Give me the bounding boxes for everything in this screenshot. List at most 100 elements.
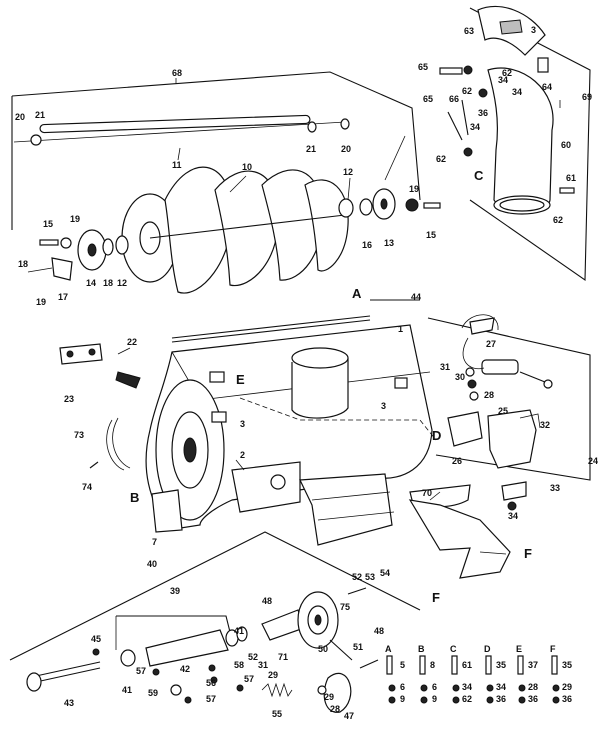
callout-labels: 1 2 3 3 3 7 10 11 12 12 13 14 15 15 16 1… (15, 25, 598, 721)
callout-55: 55 (272, 709, 282, 719)
callout-2: 2 (240, 450, 245, 460)
letter-d: D (432, 428, 441, 443)
callout-29: 29 (324, 692, 334, 702)
callout-47: 47 (344, 711, 354, 721)
callout-20: 20 (341, 144, 351, 154)
key-item: 34 (462, 682, 472, 692)
callout-62: 62 (502, 68, 512, 78)
callout-34: 34 (498, 75, 508, 85)
callout-59: 59 (148, 688, 158, 698)
callout-19: 19 (70, 214, 80, 224)
key-column-a: A 5 6 9 (385, 644, 405, 704)
callout-21: 21 (306, 144, 316, 154)
callout-36: 36 (478, 108, 488, 118)
callout-7: 7 (152, 537, 157, 547)
callout-74: 74 (82, 482, 92, 492)
callout-48: 48 (374, 626, 384, 636)
key-item: 8 (430, 660, 435, 670)
callout-61: 61 (566, 173, 576, 183)
callout-32: 32 (540, 420, 550, 430)
callout-19: 19 (36, 297, 46, 307)
key-column-f: F 35 29 36 (550, 644, 572, 704)
callout-12: 12 (343, 167, 353, 177)
callout-65: 65 (418, 62, 428, 72)
callout-16: 16 (362, 240, 372, 250)
callout-31: 31 (440, 362, 450, 372)
key-letter: C (450, 644, 457, 654)
callout-58: 58 (234, 660, 244, 670)
left-side-parts (59, 343, 141, 471)
callout-24: 24 (588, 456, 598, 466)
callout-57: 57 (244, 674, 254, 684)
key-letter: A (385, 644, 392, 654)
callout-12: 12 (117, 278, 127, 288)
callout-73: 73 (74, 430, 84, 440)
letter-f: F (524, 546, 532, 561)
key-item: 6 (432, 682, 437, 692)
callout-29: 29 (268, 670, 278, 680)
callout-10: 10 (242, 162, 252, 172)
callout-66: 66 (449, 94, 459, 104)
callout-43: 43 (64, 698, 74, 708)
callout-27: 27 (486, 339, 496, 349)
callout-34: 34 (470, 122, 480, 132)
callout-57: 57 (136, 666, 146, 676)
callout-11: 11 (172, 160, 182, 170)
callout-34: 34 (508, 511, 518, 521)
callout-33: 33 (550, 483, 560, 493)
key-letter: D (484, 644, 491, 654)
callout-45: 45 (91, 634, 101, 644)
discharge-chute-assembly (439, 5, 591, 282)
key-item: 36 (528, 694, 538, 704)
key-column-c: C 61 34 62 (450, 644, 472, 704)
right-side-parts (408, 314, 591, 579)
callout-42: 42 (180, 664, 190, 674)
callout-1: 1 (398, 324, 403, 334)
callout-41: 41 (234, 626, 244, 636)
callout-69: 69 (582, 92, 592, 102)
key-item: 5 (400, 660, 405, 670)
callout-54: 54 (380, 568, 390, 578)
callout-62: 62 (462, 86, 472, 96)
callout-26: 26 (452, 456, 462, 466)
key-item: 34 (496, 682, 506, 692)
auger-flights (121, 166, 349, 294)
callout-51: 51 (353, 642, 363, 652)
callout-44: 44 (411, 292, 421, 302)
callout-13: 13 (384, 238, 394, 248)
callout-17: 17 (58, 292, 68, 302)
callout-40: 40 (147, 559, 157, 569)
key-item: 61 (462, 660, 472, 670)
callout-3: 3 (381, 401, 386, 411)
reference-letters: A B C D E F F (130, 168, 532, 605)
callout-25: 25 (498, 406, 508, 416)
callout-70: 70 (422, 488, 432, 498)
callout-20: 20 (15, 112, 25, 122)
letter-f: F (432, 590, 440, 605)
callout-23: 23 (64, 394, 74, 404)
callout-31: 31 (258, 660, 268, 670)
callout-22: 22 (127, 337, 137, 347)
callout-64: 64 (542, 82, 552, 92)
key-item: 29 (562, 682, 572, 692)
key-column-d: D 35 34 36 (484, 644, 506, 704)
callout-34: 34 (512, 87, 522, 97)
key-item: 28 (528, 682, 538, 692)
callout-75: 75 (340, 602, 350, 612)
auger-housing (145, 299, 437, 546)
key-letter: E (516, 644, 522, 654)
callout-39: 39 (170, 586, 180, 596)
key-item: 36 (496, 694, 506, 704)
callout-28: 28 (484, 390, 494, 400)
drive-assembly (9, 531, 421, 713)
letter-e: E (236, 372, 245, 387)
callout-68: 68 (172, 68, 182, 78)
key-item: 62 (462, 694, 472, 704)
callout-41: 41 (122, 685, 132, 695)
key-item: 37 (528, 660, 538, 670)
key-item: 6 (400, 682, 405, 692)
callout-28: 28 (330, 704, 340, 714)
callout-60: 60 (561, 140, 571, 150)
callout-30: 30 (455, 372, 465, 382)
